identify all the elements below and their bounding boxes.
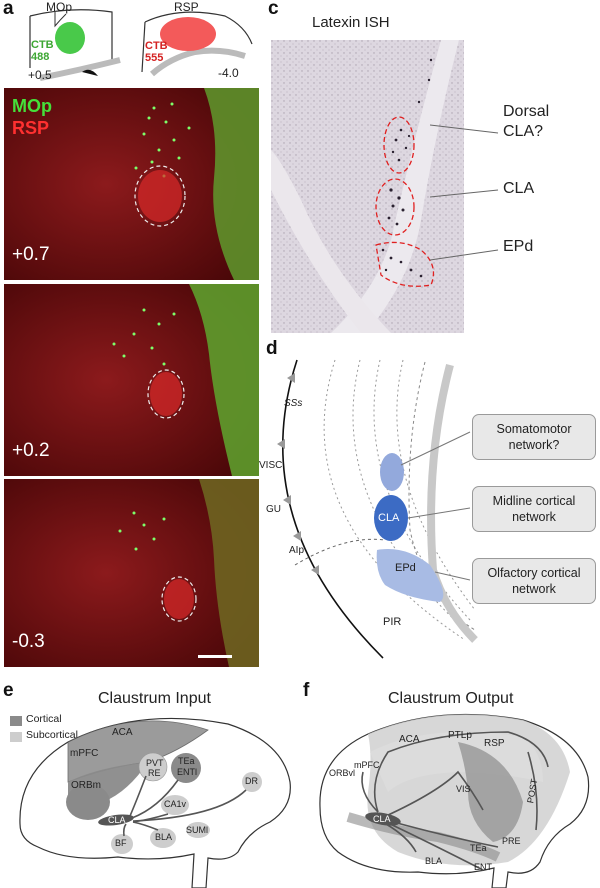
panel-letter-f: f xyxy=(303,680,310,701)
micrograph-minus0-3: -0.3 xyxy=(4,479,259,667)
region-ptlp-out: PTLp xyxy=(448,730,472,741)
legend-rsp: RSP xyxy=(12,118,50,138)
region-cla-out: CLA xyxy=(373,814,391,824)
region-pvt-in: PVT xyxy=(146,758,164,768)
micrograph-plus0-2: +0.2 xyxy=(4,284,259,476)
title-claustrum-output: Claustrum Output xyxy=(388,690,514,707)
panel-letter-d: d xyxy=(266,338,278,359)
region-pre-out: PRE xyxy=(502,836,521,846)
region-dr-in: DR xyxy=(245,776,258,786)
region-orbvl-out: ORBvl xyxy=(329,768,356,778)
input-brain-diagram xyxy=(19,717,291,888)
cla-outline xyxy=(134,165,186,227)
region-mpfc-out: mPFC xyxy=(354,760,380,770)
layer-gu: GU xyxy=(266,504,281,515)
title-claustrum-input: Claustrum Input xyxy=(98,690,211,707)
dorsal-cla-ellipse xyxy=(380,453,404,491)
legend-subcortical-label: Subcortical xyxy=(26,729,78,741)
region-orbm-in: ORBm xyxy=(71,780,101,791)
epd-region xyxy=(376,549,444,602)
micrograph-plus0-7: MOp RSP +0.7 xyxy=(4,88,259,280)
coord-label-a-left: +0.5 xyxy=(28,68,52,82)
label-pir: PIR xyxy=(383,616,402,628)
claustrum-schematic xyxy=(277,359,478,659)
region-tea-out: TEa xyxy=(470,843,487,853)
coord-plus0-2: +0.2 xyxy=(12,440,50,461)
scale-bar xyxy=(198,655,232,658)
legend-subcortical-swatch xyxy=(10,732,22,742)
layer-visc: VISC xyxy=(259,460,283,471)
region-bla-out: BLA xyxy=(425,856,443,866)
legend-mop: MOp xyxy=(12,96,52,116)
latexin-ish-image xyxy=(271,40,464,333)
output-brain-diagram xyxy=(319,713,590,888)
region-rsp-out: RSP xyxy=(484,738,505,749)
rsp-injection-blob xyxy=(160,17,216,51)
region-aca-in: ACA xyxy=(112,727,133,738)
region-ca1v-in: CA1v xyxy=(164,799,187,809)
region-bla-in: BLA xyxy=(155,832,173,842)
region-label-rsp: RSP xyxy=(174,0,199,14)
region-tea-in: TEa xyxy=(178,756,195,766)
region-cla-in: CLA xyxy=(108,815,126,825)
ish-title: Latexin ISH xyxy=(312,14,390,31)
ish-leader-lines xyxy=(430,124,499,261)
mop-injection-blob xyxy=(55,22,85,54)
layer-ssx: SSs xyxy=(284,398,303,409)
region-enti-in: ENTl xyxy=(177,767,197,777)
coord-minus0-3: -0.3 xyxy=(12,631,45,652)
layer-aip: AIp xyxy=(289,545,305,556)
region-ent-out: ENT xyxy=(474,862,492,872)
region-bf-in: BF xyxy=(115,838,127,848)
coord-plus0-7: +0.7 xyxy=(12,244,50,265)
label-epd: EPd xyxy=(503,238,534,255)
coord-label-a-right: -4.0 xyxy=(218,66,239,80)
region-mpfc-in: mPFC xyxy=(70,748,99,759)
panel-letter-c: c xyxy=(268,0,279,19)
injection-site-diagrams xyxy=(29,9,253,81)
label-cla: CLA xyxy=(503,180,535,197)
panel-letter-a: a xyxy=(3,0,14,19)
ellipse-label-cla: CLA xyxy=(378,512,400,524)
cla-ellipse xyxy=(374,495,408,541)
region-re-in: RE xyxy=(148,768,161,778)
ellipse-label-epd: EPd xyxy=(395,562,416,574)
region-vis-out: VIS xyxy=(456,784,471,794)
legend-cortical-label: Cortical xyxy=(26,713,62,725)
panel-letter-e: e xyxy=(3,680,14,701)
region-aca-out: ACA xyxy=(399,734,420,745)
region-sumi-in: SUMl xyxy=(186,825,208,835)
region-label-mop: MOp xyxy=(46,0,73,14)
legend-cortical-swatch xyxy=(10,716,22,726)
